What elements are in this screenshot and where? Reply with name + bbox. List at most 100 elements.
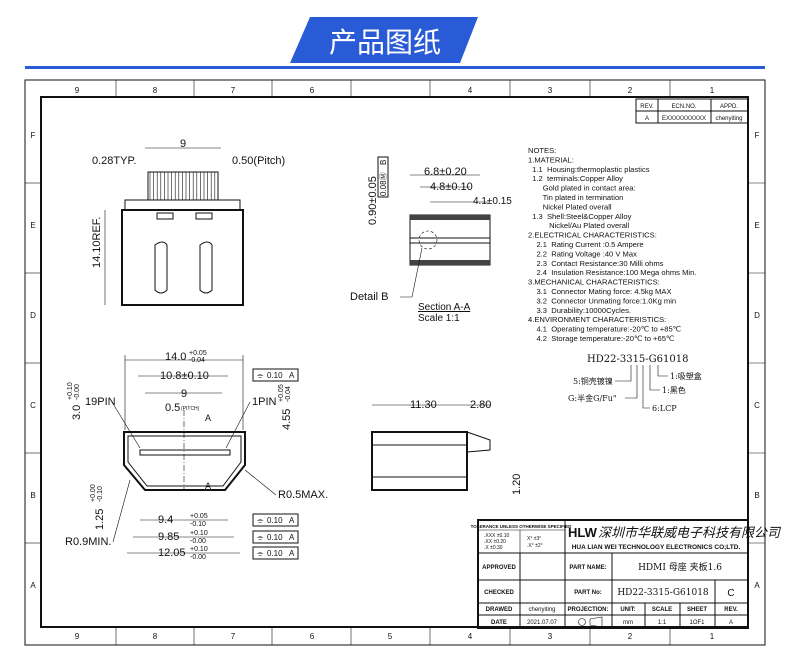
drawing-label: 0.50(Pitch) (232, 155, 285, 167)
drawing-label: REV. (640, 104, 654, 110)
column-label: 9 (75, 632, 80, 641)
page-title: 产品图纸 (329, 27, 441, 58)
drawing-label: 4.8±0.10 (430, 181, 473, 193)
drawing-label: SCALE (652, 607, 672, 613)
drawing-label: 0.10 (267, 533, 283, 542)
drawing-label: chenyiting (715, 116, 742, 122)
drawing-line (466, 431, 491, 453)
column-label: 4 (468, 86, 473, 95)
row-label: C (30, 401, 36, 410)
drawing-line (195, 212, 213, 220)
drawing-label: 4.1±0.15 (473, 196, 512, 207)
revision-table: REV. ECN.NO. APPD. A EXXXXXXXXXX chenyit… (635, 98, 749, 124)
drawing-label: -0.04 (285, 386, 292, 402)
drawing-label: Scale 1:1 (418, 313, 460, 324)
drawing-label: -0.00 (74, 384, 81, 400)
note-line: Tin plated in termination (528, 193, 623, 202)
column-label: 3 (548, 632, 553, 641)
drawing-label: 4.55 (281, 409, 293, 430)
drawing-label: 1PIN (252, 396, 277, 408)
row-label: E (754, 221, 759, 230)
drawing-label: 11.30 (410, 399, 437, 411)
drawing-label: 0.5 (165, 402, 180, 414)
drawing-line (111, 401, 141, 449)
drawing-label: PART No: (574, 590, 602, 596)
drawing-line (244, 469, 277, 496)
drawing-line (156, 212, 174, 220)
row-label: B (754, 491, 759, 500)
note-line: Nickel/Au Plated overall (528, 221, 630, 230)
drawing-label: ⌯ (257, 549, 264, 558)
drawing-label: 10.8±0.10 (160, 370, 209, 382)
note-line: 2.1 Rating Current :0.5 Ampere (528, 240, 644, 249)
drawing-line (112, 479, 131, 543)
drawing-line (121, 209, 244, 306)
drawing-label: 1:黑色 (662, 385, 686, 395)
section-view: 6.8±0.20 4.8±0.10 4.1±0.15 0.90±0.05 0.0… (350, 156, 512, 324)
column-label: 4 (468, 632, 473, 641)
drawing-label: 1:吸塑盒 (670, 371, 702, 381)
note-line: 3.3 Durability:10000Cycles. (528, 306, 631, 315)
drawing-line (477, 519, 749, 629)
drawing-line (371, 431, 468, 491)
drawing-label: 6.8±0.20 (424, 166, 467, 178)
drawing-label: A (289, 549, 295, 558)
drawing-line (578, 618, 586, 626)
note-line: 2.3 Contact Resistance:30 Milli ohms (528, 259, 664, 268)
drawing-label: 2.80 (470, 399, 491, 411)
drawing-label: +0.10 (67, 382, 74, 400)
column-label: 6 (310, 632, 315, 641)
drawing-label: A (289, 533, 295, 542)
drawing-label: 1.20 (511, 474, 523, 495)
drawing-label: -0.04 (189, 357, 205, 364)
note-line: 1.1 Housing:thermoplastic plastics (528, 165, 650, 174)
drawing-label: ⌯ (257, 516, 264, 525)
drawing-label: X° ±3° (527, 536, 541, 542)
drawing-label: 12.05 (158, 547, 186, 559)
drawing-label: -0.00 (190, 538, 206, 545)
drawing-line (154, 241, 168, 294)
drawing-label: HUA LIAN WEI TECHNOLOGY ELECTRONICS CO;L… (572, 544, 741, 551)
drawing-label: G:半金G/Fu" (568, 393, 617, 403)
drawing-label: ⌯ (257, 533, 264, 542)
drawing-line (400, 247, 423, 298)
drawing-label: -0.10 (97, 486, 104, 502)
side-view: 11.30 2.80 1.20 (371, 399, 523, 495)
drawing-label: +0.05 (278, 384, 285, 402)
note-line: Gold plated in contact area: (528, 184, 636, 193)
drawing-label: PART NAME: (569, 565, 606, 571)
note-line: 3.2 Connector Unmating force:1.0Kg min (528, 296, 676, 305)
drawing-label: B (379, 160, 388, 165)
column-label: 9 (75, 86, 80, 95)
drawing-label: A (205, 481, 211, 491)
drawing-label: Section A-A (418, 302, 471, 313)
note-line: 3.MECHANICAL CHARACTERISTICS: (528, 278, 660, 287)
drawing-label: 9.4 (158, 514, 173, 526)
drawing-label: CHECKED (484, 590, 514, 596)
drawing-label: +0.05 (189, 350, 207, 357)
drawing-label: Detail B (350, 291, 389, 303)
drawing-label: 0.10 (267, 371, 283, 380)
drawing-label: A (645, 116, 649, 122)
note-line: 1.3 Shell:Steel&Copper Alloy (528, 212, 632, 221)
drawing-line (410, 260, 490, 265)
column-label: 2 (628, 632, 633, 641)
note-line: 2.4 Insulation Resistance:100 Mega ohms … (528, 268, 696, 277)
drawing-line (418, 230, 438, 250)
drawing-label: mm (623, 620, 633, 626)
drawing-line (377, 156, 389, 198)
drawing-label: C (727, 588, 734, 599)
row-label: F (755, 131, 760, 140)
part-code-legend: HD22-3315-G61018 1:吸塑盒 1:黑色 6:LCP G:半金G/… (568, 354, 702, 413)
drawing-line (615, 365, 668, 409)
row-label: F (31, 131, 36, 140)
drawing-label: 深圳市华联威电子科技有限公司 (598, 525, 782, 541)
drawing-line (410, 215, 490, 220)
column-label: 8 (153, 632, 158, 641)
note-line: 1.2 terminals:Copper Alloy (528, 174, 623, 183)
column-label: 1 (710, 632, 715, 641)
drawing-line (225, 401, 251, 449)
drawing-line (252, 546, 299, 560)
